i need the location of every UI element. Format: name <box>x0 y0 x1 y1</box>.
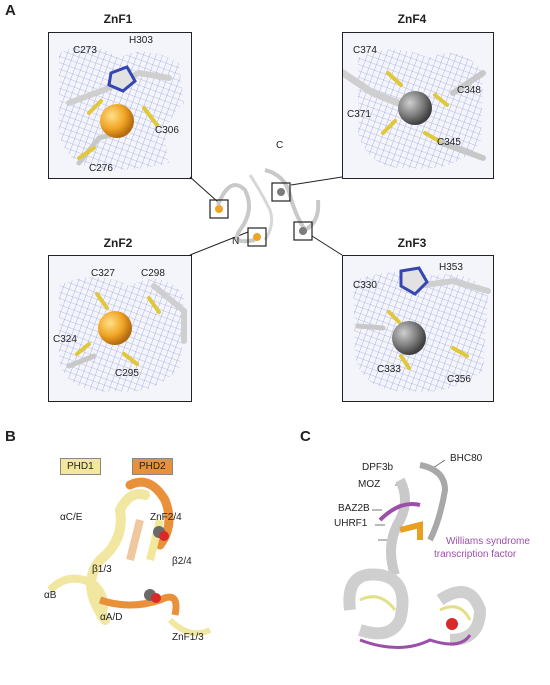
znf4-density-mesh <box>343 49 486 169</box>
label-znf13: ZnF1/3 <box>172 632 204 643</box>
zinc-atom <box>100 104 134 138</box>
residue-label: C298 <box>141 268 165 279</box>
c-terminus-label: C <box>276 140 284 151</box>
label-baz2b: BAZ2B <box>338 503 370 514</box>
label-moz: MOZ <box>358 479 381 490</box>
label-ab: αB <box>44 590 57 601</box>
residue-label: H303 <box>129 35 153 46</box>
label-bhc80: BHC80 <box>450 453 483 464</box>
legend-phd1: PHD1 <box>60 458 101 475</box>
znf1-density-panel: C273 H303 C306 C276 <box>48 32 192 179</box>
legend-phd2: PHD2 <box>132 458 173 475</box>
znf3-density-mesh <box>353 266 491 392</box>
znf2-title: ZnF2 <box>103 236 133 250</box>
znf2-density-panel: C327 C298 C324 C295 <box>48 255 192 402</box>
label-wstf-line2: transcription factor <box>434 549 517 560</box>
zinc-atom <box>398 91 432 125</box>
residue-label: C348 <box>457 85 481 96</box>
label-uhrf1: UHRF1 <box>334 518 368 529</box>
residue-label: C356 <box>447 374 471 385</box>
label-ace: αC/E <box>60 512 83 523</box>
residue-label: C374 <box>353 45 377 56</box>
residue-label: H353 <box>439 262 463 273</box>
residue-label: C330 <box>353 280 377 291</box>
znf4-density-panel: C374 C348 C371 C345 <box>342 32 494 179</box>
zinc-atom <box>98 311 132 345</box>
residue-label: C324 <box>53 334 77 345</box>
label-b24: β2/4 <box>172 556 192 567</box>
zinc-atom <box>392 321 426 355</box>
znf4-title: ZnF4 <box>397 12 427 26</box>
residue-label: C295 <box>115 368 139 379</box>
znf2-density-mesh <box>59 277 187 392</box>
znf1-density-mesh <box>58 46 184 170</box>
residue-label: C273 <box>73 45 97 56</box>
residue-label: C371 <box>347 109 371 120</box>
residue-label: C276 <box>89 163 113 174</box>
residue-label: C327 <box>91 268 115 279</box>
panel-label-a: A <box>5 2 16 19</box>
panel-label-b: B <box>5 428 16 445</box>
residue-label: C333 <box>377 364 401 375</box>
label-dpf3b: DPF3b <box>362 462 394 473</box>
residue-label: C306 <box>155 125 179 136</box>
label-wstf-line1: Williams syndrome <box>446 536 530 547</box>
residue-label: C345 <box>437 137 461 148</box>
znf1-title: ZnF1 <box>103 12 133 26</box>
panel-label-c: C <box>300 428 311 445</box>
label-aad: αA/D <box>100 612 123 623</box>
znf3-density-panel: H353 C330 C333 C356 <box>342 255 494 402</box>
znf3-title: ZnF3 <box>397 236 427 250</box>
n-terminus-label: N <box>232 236 240 247</box>
label-b13: β1/3 <box>92 564 112 575</box>
label-znf24: ZnF2/4 <box>150 512 182 523</box>
